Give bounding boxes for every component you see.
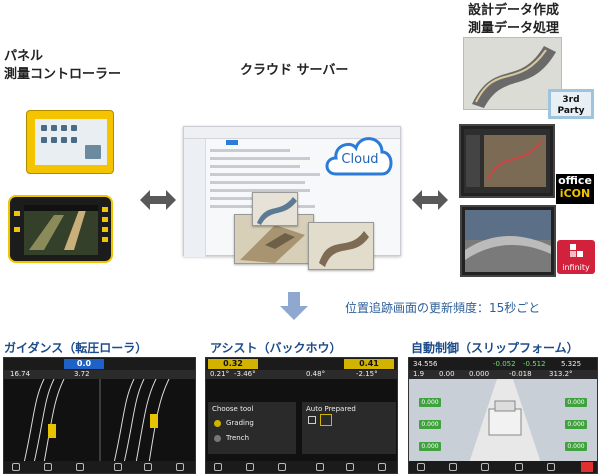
assist-value-right-box: 0.41 [344, 359, 394, 369]
section-title-assist: アシスト（バックホウ） [210, 341, 342, 355]
auto-prepared-panel: Auto Prepared [302, 402, 396, 454]
auto-btn-3[interactable]: 0.000 [419, 442, 441, 451]
update-frequency-text: 位置追跡画面の更新頻度：15秒ごと [345, 301, 541, 315]
auto-readout-f: -0.018 [509, 370, 532, 378]
auto-btn-2[interactable]: 0.000 [419, 420, 441, 429]
assist-value-left: 0.32 [223, 359, 243, 368]
sync-arrow-left [140, 190, 176, 210]
office-monitor [459, 124, 555, 198]
guidance-readout-a: 16.74 [10, 370, 31, 378]
stop-button[interactable] [581, 462, 593, 472]
survey-process-label: 測量データ処理 [468, 21, 560, 36]
auto-btn-5[interactable]: 0.000 [565, 420, 587, 429]
infinity-monitor [460, 205, 556, 277]
auto-btn-6[interactable]: 0.000 [565, 442, 587, 451]
auto-readout-e: 0.000 [469, 370, 490, 378]
icon-text: iCON [559, 187, 591, 200]
assist-readout-d: -2.15° [356, 370, 378, 378]
panel-label: パネル [4, 49, 44, 64]
auto-readout-b: 1.9 [413, 370, 425, 378]
infinity-label: infinity [562, 263, 590, 272]
assist-readout-c: 0.48° [306, 370, 326, 378]
third-party-line2: Party [557, 106, 585, 116]
cloud-icon [325, 137, 393, 176]
assist-value-right: 0.41 [359, 359, 379, 368]
panel-tablet [26, 110, 114, 174]
auto-readout-d: -0.052 [493, 360, 516, 368]
choose-tool-panel: Choose tool Grading Trench [208, 402, 296, 454]
auto-readout-h: 5.325 [561, 360, 582, 368]
assist-screen: 0.32 0.41 0.21° -3.46° 0.48° -2.15° Choo… [205, 357, 398, 474]
sync-arrow-right [412, 190, 448, 210]
design-model-image [463, 37, 562, 110]
autocontrol-screen: 34.556 -0.052 -0.512 5.325 1.9 0.00 0.00… [408, 357, 598, 474]
auto-readout-a: 34.556 [413, 360, 438, 368]
guidance-readout-b: 3.72 [74, 370, 90, 378]
site-model-thumb-2 [308, 222, 374, 270]
third-party-badge: 3rd Party [548, 89, 594, 119]
guidance-value: 0.0 [76, 359, 92, 368]
guidance-screen: 0.0 16.74 3.72 [3, 357, 196, 474]
grading-radio[interactable] [214, 420, 221, 427]
auto-readout-c: 0.00 [439, 370, 455, 378]
infinity-badge: infinity [557, 240, 595, 274]
guidance-value-box: 0.0 [64, 359, 104, 369]
choose-tool-title: Choose tool [212, 405, 254, 413]
trench-radio[interactable] [214, 435, 221, 442]
assist-readout-b: -3.46° [234, 370, 256, 378]
auto-btn-1[interactable]: 0.000 [419, 398, 441, 407]
bucket-tool-icon[interactable] [320, 414, 332, 426]
site-model-thumb-3 [252, 192, 298, 226]
office-text: office [558, 174, 592, 187]
assist-readout-a: 0.21° [210, 370, 230, 378]
auto-readout-g: -0.512 [523, 360, 546, 368]
icon-office-badge: office iCON [556, 174, 594, 204]
section-title-autocontrol: 自動制御（スリップフォーム） [411, 341, 579, 355]
design-create-label: 設計データ作成 [468, 3, 560, 18]
auto-prepared-checkbox[interactable] [308, 416, 316, 424]
trench-label: Trench [226, 434, 249, 442]
assist-value-left-box: 0.32 [208, 359, 258, 369]
cloud-label: Cloud [341, 152, 379, 167]
grading-label: Grading [226, 419, 254, 427]
third-party-line1: 3rd [562, 95, 580, 105]
auto-btn-4[interactable]: 0.000 [565, 398, 587, 407]
auto-readout-i: 313.2° [549, 370, 573, 378]
auto-prepared-label: Auto Prepared [306, 405, 356, 413]
survey-controller-device [8, 195, 113, 263]
section-title-guidance: ガイダンス（転圧ローラ） [4, 341, 148, 355]
controller-label: 測量コントローラー [4, 67, 122, 82]
down-arrow-icon [280, 292, 308, 320]
cloud-server-label: クラウド サーバー [240, 63, 349, 78]
